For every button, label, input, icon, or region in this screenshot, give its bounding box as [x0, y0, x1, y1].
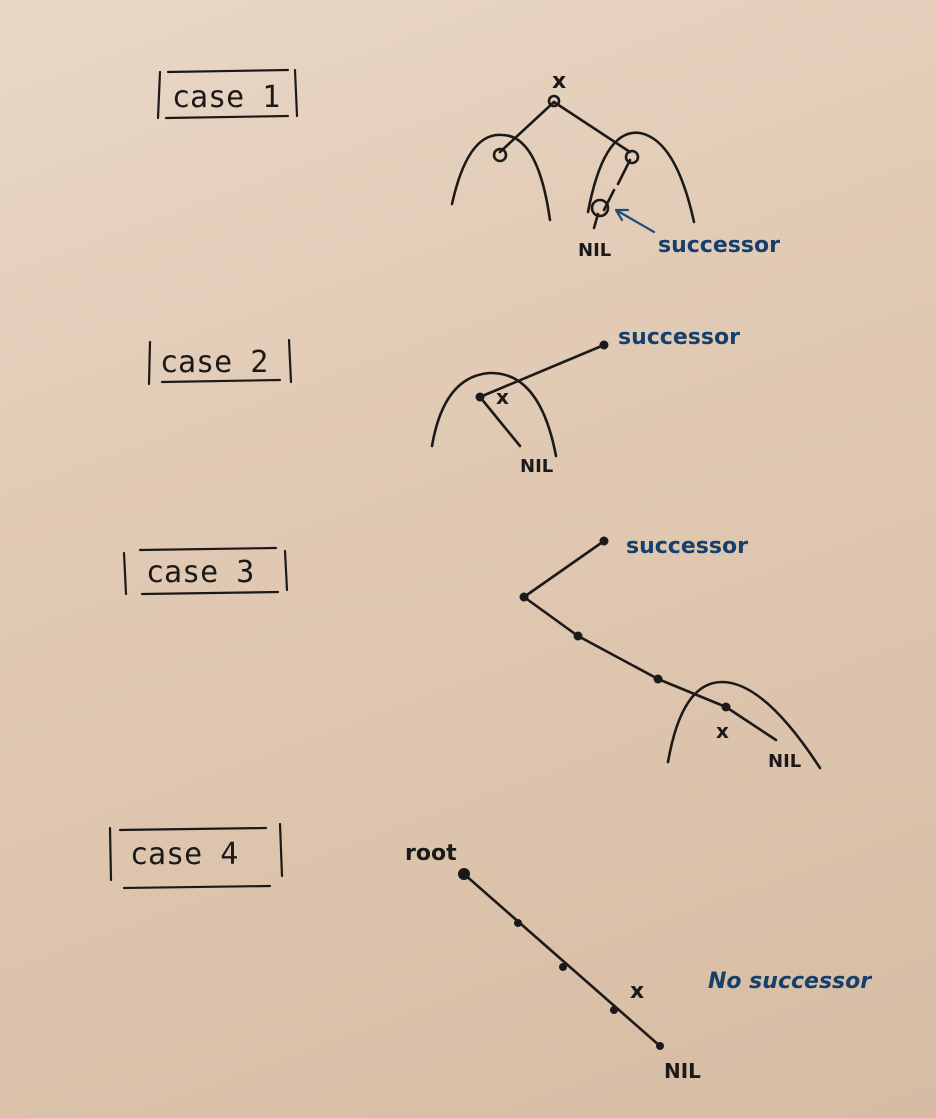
case-1-box: case 1 — [156, 68, 299, 120]
case-4-box: case 4 — [108, 822, 284, 890]
case-3-group: case 3 x NIL successor — [122, 534, 822, 772]
case-3-box: case 3 — [122, 546, 289, 596]
case-4-tree: root x NIL No successor — [405, 841, 872, 1083]
case-2-x-label: x — [496, 385, 509, 409]
case-3-title: case 3 — [146, 555, 254, 590]
case-4-no-successor-label: No successor — [708, 969, 872, 994]
case-3-successor-label: successor — [626, 534, 748, 559]
case-1-successor-label: successor — [658, 233, 780, 258]
case-2-box: case 2 — [147, 338, 293, 386]
case-1-x-label: x — [552, 69, 566, 94]
case-2-nil-label: NIL — [520, 456, 553, 477]
case-2-tree: x NIL successor — [430, 325, 740, 477]
case-4-group: case 4 root x NIL No successor — [108, 822, 872, 1083]
case-4-root-label: root — [405, 841, 457, 866]
case-4-title: case 4 — [130, 837, 238, 872]
case-2-successor-label: successor — [618, 325, 740, 350]
case-1-group: case 1 x NIL successor — [156, 68, 780, 261]
case-3-tree: x NIL successor — [519, 534, 822, 772]
case-1-title: case 1 — [172, 80, 280, 115]
case-3-nil-label: NIL — [768, 751, 801, 772]
case-4-x-label: x — [630, 979, 644, 1004]
case-1-nil-label: NIL — [578, 240, 611, 261]
case-2-title: case 2 — [160, 345, 268, 380]
case-3-x-label: x — [716, 719, 729, 743]
case-1-tree: x NIL successor — [450, 69, 780, 261]
case-4-nil-label: NIL — [664, 1059, 701, 1083]
case-2-group: case 2 x NIL successor — [147, 325, 740, 477]
